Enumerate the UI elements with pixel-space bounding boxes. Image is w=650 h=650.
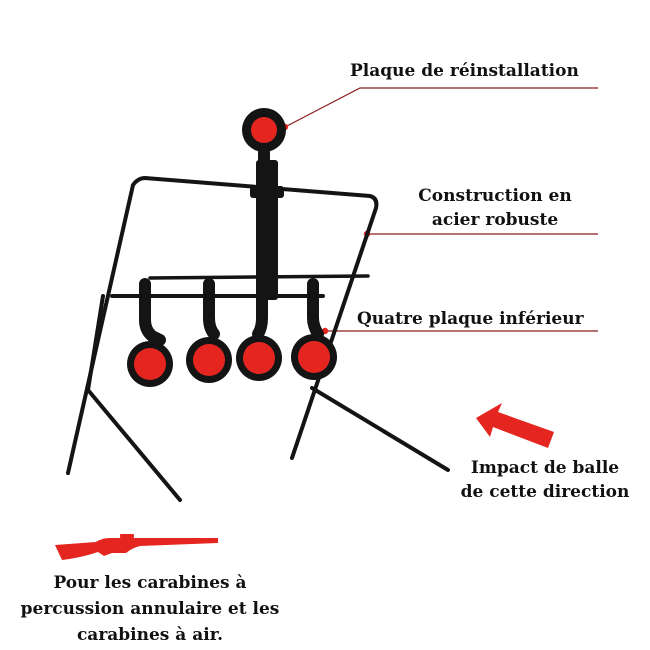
red-arrow-icon — [476, 403, 554, 448]
callout-steel-line2: acier robuste — [431, 210, 559, 230]
lower-plate-4 — [291, 278, 337, 380]
leader-dots — [281, 123, 371, 335]
footer-line2: percussion annulaire et les — [20, 599, 280, 619]
lower-plate-1 — [127, 278, 173, 387]
footer-caption: Pour les carabines à percussion annulair… — [0, 570, 300, 648]
reset-plate-target — [251, 117, 277, 143]
reset-plate-assembly — [242, 108, 286, 300]
callout-impact-direction: Impact de balle de cette direction — [455, 456, 635, 504]
callout-steel-construction: Construction en acier robuste — [410, 184, 580, 232]
lower-plates — [127, 278, 337, 387]
lower-plate-2 — [186, 278, 232, 383]
callout-reset-plate: Plaque de réinstallation — [350, 61, 579, 81]
leader-lines — [284, 87, 598, 332]
callout-lower-plates: Quatre plaque inférieur — [357, 309, 584, 329]
callout-steel-line1: Construction en — [418, 186, 572, 206]
footer-line1: Pour les carabines à — [53, 573, 247, 593]
footer-line3: carabines à air. — [76, 625, 224, 645]
rifle-icon — [55, 534, 218, 560]
callout-impact-line2: de cette direction — [460, 482, 630, 502]
leader-reset-plate — [284, 87, 598, 128]
callout-impact-line1: Impact de balle — [470, 458, 620, 478]
lower-plate-3 — [236, 278, 282, 381]
